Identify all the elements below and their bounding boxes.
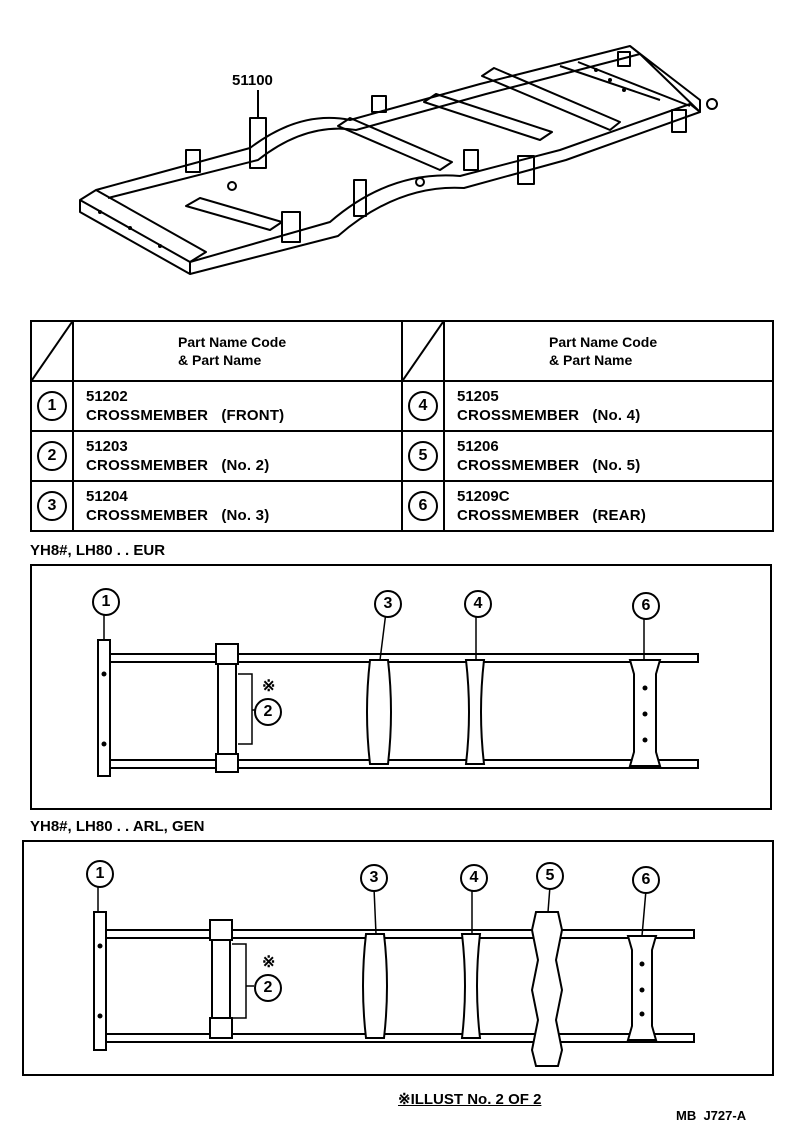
part-number-badge: 4	[408, 391, 438, 421]
part-number-badge: 3	[37, 491, 67, 521]
callout-4: 4	[464, 590, 492, 618]
part-variant: (No. 2)	[221, 457, 270, 474]
part-code: 51202	[86, 388, 128, 405]
part-code: 51204	[86, 488, 128, 505]
part-name: CROSSMEMBER	[457, 457, 580, 474]
part-number-badge: 6	[408, 491, 438, 521]
section1-layout-diagram	[97, 604, 699, 777]
header-line2: & Part Name	[549, 352, 633, 368]
note-mark: ※	[262, 678, 276, 695]
table-corner-left	[30, 320, 74, 382]
section2-frame	[22, 840, 774, 1076]
table-corner-right	[401, 320, 445, 382]
part-variant: (FRONT)	[221, 407, 285, 424]
part-variant: (No. 4)	[592, 407, 641, 424]
callout-4: 4	[460, 864, 488, 892]
header-line1: Part Name Code	[549, 334, 658, 350]
drawing-code: MB J727-A	[676, 1108, 747, 1123]
callout-5: 5	[536, 862, 564, 890]
table-row: 3 51204 CROSSMEMBER (No. 3) 6 51209C CRO…	[30, 480, 774, 532]
callout-2: 2	[254, 698, 282, 726]
top-callout-51100: 51100	[232, 72, 273, 89]
section2-layout-diagram	[93, 884, 695, 1067]
note-mark: ※	[262, 954, 276, 971]
part-code: 51203	[86, 438, 128, 455]
part-name: CROSSMEMBER	[457, 407, 580, 424]
callout-3: 3	[360, 864, 388, 892]
callout-1: 1	[86, 860, 114, 888]
part-code: 51206	[457, 438, 499, 455]
header-line1: Part Name Code	[178, 334, 287, 350]
section1-frame	[30, 564, 772, 810]
section1-label: YH8#, LH80 . . EUR	[30, 542, 166, 559]
part-number-badge: 2	[37, 441, 67, 471]
part-code: 51209C	[457, 488, 510, 505]
header-line2: & Part Name	[178, 352, 262, 368]
part-name: CROSSMEMBER	[86, 407, 209, 424]
part-number-badge: 5	[408, 441, 438, 471]
table-header-right: Part Name Code & Part Name	[443, 320, 774, 382]
part-variant: (No. 5)	[592, 457, 641, 474]
part-variant: (REAR)	[592, 507, 647, 524]
table-row: 2 51203 CROSSMEMBER (No. 2) 5 51206 CROS…	[30, 430, 774, 482]
part-name: CROSSMEMBER	[86, 507, 209, 524]
illustration-footnote: ※ILLUST No. 2 OF 2	[398, 1091, 542, 1108]
part-name: CROSSMEMBER	[86, 457, 209, 474]
callout-6: 6	[632, 592, 660, 620]
part-name: CROSSMEMBER	[457, 507, 580, 524]
part-code: 51205	[457, 388, 499, 405]
callout-2: 2	[254, 974, 282, 1002]
part-variant: (No. 3)	[221, 507, 270, 524]
table-header-left: Part Name Code & Part Name	[72, 320, 403, 382]
callout-1: 1	[92, 588, 120, 616]
part-number-badge: 1	[37, 391, 67, 421]
chassis-frame-illustration	[79, 45, 718, 275]
section2-label: YH8#, LH80 . . ARL, GEN	[30, 818, 205, 835]
table-row: 1 51202 CROSSMEMBER (FRONT) 4 51205 CROS…	[30, 380, 774, 432]
callout-6: 6	[632, 866, 660, 894]
parts-table: Part Name Code & Part Name Part Name Cod…	[30, 320, 774, 532]
callout-3: 3	[374, 590, 402, 618]
